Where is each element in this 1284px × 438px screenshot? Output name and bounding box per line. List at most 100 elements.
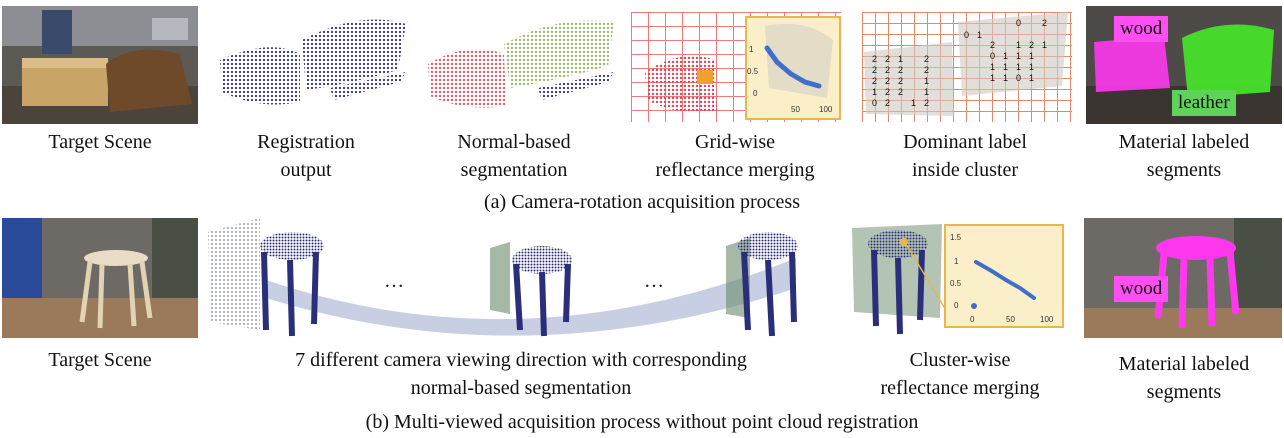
material-segments-image-b [1084,218,1282,338]
inset-a-xtick-2: 100 [819,105,833,114]
wood-tag-a: wood [1114,16,1169,42]
svg-text:1: 1 [1016,40,1021,50]
cluster-cloud-image [852,224,953,335]
svg-text:1: 1 [1029,62,1034,72]
svg-text:1: 1 [1016,51,1021,61]
caption-material-b-1: Material labeled [1118,353,1250,375]
material-segments-photo-b: wood [1084,218,1282,338]
inset-b-ytick-1: 1.5 [950,233,962,242]
inset-b-xtick-3: 100 [1040,315,1054,324]
caption-material-a-2: segments [1146,159,1222,181]
svg-text:0: 0 [872,98,877,108]
svg-text:1: 1 [924,87,929,97]
svg-text:2: 2 [898,65,903,75]
target-scene-photo-b [2,218,198,338]
reflectance-scatter-a: 1 0.5 0 50 100 [747,23,833,114]
caption-normal-1: Normal-based [457,131,571,153]
grid-cloud-image [645,56,717,113]
registration-cloud-image [220,19,406,105]
normal-segmentation-cloud [418,10,618,120]
svg-text:1: 1 [1016,62,1021,72]
svg-text:0: 0 [1016,73,1021,83]
svg-text:2: 2 [924,54,929,64]
cluster-merging-panel: 1.5 1 0.5 0 0 50 100 [846,222,1066,340]
svg-text:2: 2 [990,40,995,50]
stool-scene-image [2,218,198,338]
caption-normal-2: segmentation [460,159,568,181]
inset-a-ytick-2: 0.5 [747,67,759,76]
caption-grid-1: Grid-wise [695,131,775,153]
caption-views-2: normal-based segmentation [410,377,632,399]
svg-text:2: 2 [885,87,890,97]
svg-text:1: 1 [1003,51,1008,61]
segmentation-cloud-image [428,20,614,108]
material-segments-photo-a: wood leather [1086,6,1282,124]
target-scene-photo-a [2,6,198,124]
cluster-reflectance-plot-inset: 1.5 1 0.5 0 0 50 100 [944,224,1064,328]
material-segments-image-a [1086,6,1282,124]
caption-registration-2: output [280,159,332,181]
caption-material-b-2: segments [1146,381,1222,403]
svg-text:2: 2 [1042,18,1047,28]
wood-tag-b: wood [1114,276,1169,302]
svg-text:1: 1 [911,98,916,108]
svg-text:2: 2 [872,76,877,86]
svg-text:2: 2 [924,65,929,75]
row-a-title: (a) Camera-rotation acquisition process [484,191,800,213]
multi-view-strip: … … [206,218,836,340]
svg-text:1: 1 [1003,73,1008,83]
svg-text:1: 1 [990,62,995,72]
svg-text:0: 0 [1016,18,1021,28]
caption-registration-1: Registration [257,131,355,153]
inset-a-ytick-1: 1 [749,45,754,54]
boxes-scene-image [2,6,198,124]
caption-grid-2: reflectance merging [655,159,815,181]
caption-target-scene-a: Target Scene [48,131,152,153]
svg-text:2: 2 [885,98,890,108]
ellipsis-2: … [644,270,664,292]
svg-text:2: 2 [898,76,903,86]
multi-view-image [208,218,798,337]
caption-cluster-2: reflectance merging [880,377,1040,399]
caption-dominant-1: Dominant label [903,131,1027,153]
svg-text:2: 2 [872,65,877,75]
svg-text:1: 1 [1029,73,1034,83]
svg-text:2: 2 [1029,40,1034,50]
inset-b-xtick-2: 50 [1006,315,1015,324]
svg-text:2: 2 [872,54,877,64]
caption-material-a-1: Material labeled [1118,131,1250,153]
svg-text:0: 0 [964,30,969,40]
caption-target-scene-b: Target Scene [48,349,152,371]
reflectance-scatter-b: 1.5 1 0.5 0 0 50 100 [950,233,1054,324]
svg-text:1: 1 [1042,40,1047,50]
caption-cluster-1: Cluster-wise [909,349,1011,371]
svg-text:2: 2 [924,98,929,108]
grid-reflectance-plot-inset: 1 0.5 0 50 100 [745,16,841,120]
svg-text:2: 2 [885,54,890,64]
caption-dominant-2: inside cluster [911,159,1019,181]
svg-text:1: 1 [924,76,929,86]
inset-a-xtick-1: 50 [791,105,800,114]
svg-text:2: 2 [885,65,890,75]
svg-text:1: 1 [990,73,995,83]
row-b-title: (b) Multi-viewed acquisition process wit… [365,411,919,433]
svg-text:0: 0 [990,51,995,61]
svg-text:1: 1 [872,87,877,97]
registration-output-cloud [210,10,410,120]
caption-views-1: 7 different camera viewing direction wit… [295,349,747,371]
ellipsis-1: … [384,270,404,292]
svg-text:1: 1 [1029,51,1034,61]
inset-b-ytick-2: 1 [954,257,959,266]
svg-text:1: 1 [1003,62,1008,72]
svg-text:2: 2 [898,87,903,97]
inset-b-ytick-3: 0.5 [950,279,962,288]
inset-b-xtick-1: 0 [970,315,975,324]
inset-a-ytick-3: 0 [753,89,758,98]
svg-text:2: 2 [885,76,890,86]
svg-text:1: 1 [977,30,982,40]
svg-text:1: 1 [898,54,903,64]
inset-b-ytick-4: 0 [954,301,959,310]
grid-merging-panel: 1 0.5 0 50 100 [631,12,841,122]
